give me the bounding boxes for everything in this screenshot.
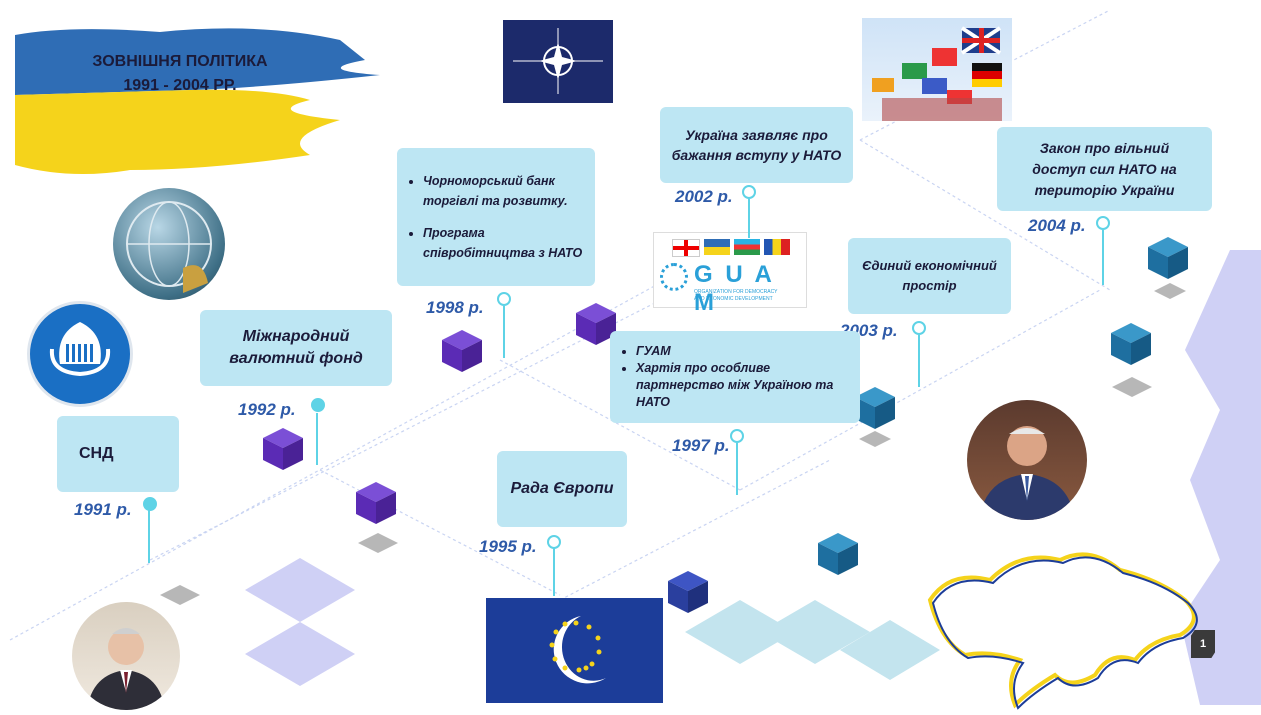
guam-wreath-icon (660, 263, 688, 291)
guam-subtitle-2: AND ECONOMIC DEVELOPMENT (694, 296, 773, 302)
timeline-stem-2002 (748, 198, 750, 238)
guam-letters: G U A M (694, 261, 774, 316)
timeline-node-2003[interactable] (912, 321, 926, 335)
president-kuchma-photo (967, 400, 1087, 520)
event-text-1991: СНД (79, 445, 114, 462)
nato-star-icon (513, 28, 603, 94)
guam-flags (672, 239, 790, 257)
event-list-1998: Чорноморський банк торгівлі та розвитку.… (405, 171, 587, 263)
timeline-stem-1995 (553, 548, 555, 596)
ukraine-flag-brush-icon (15, 28, 380, 174)
event-text-2002: Україна заявляє про бажання вступу у НАТ… (671, 127, 842, 163)
event-box-1995: Рада Європи (497, 451, 627, 527)
list-item: Програма співробітництва з НАТО (423, 223, 587, 263)
page-number: 1 (1199, 638, 1207, 650)
timeline-node-2002[interactable] (742, 185, 756, 199)
event-list-1997: ГУАМ Хартія про особливе партнерство між… (618, 343, 852, 411)
ukraine-map-outline (927, 552, 1198, 710)
timeline-node-1992[interactable] (311, 398, 325, 412)
year-label-1995: 1995 р. (479, 537, 537, 556)
page-title: ЗОВНІШНЯ ПОЛІТИКА 1991 - 2004 РР. (92, 53, 268, 94)
timeline-stem-1997 (736, 443, 738, 495)
cis-emblem (27, 301, 133, 407)
year-label-2002: 2002 р. (675, 187, 733, 206)
timeline-stem-1992 (316, 413, 318, 465)
president-kravchuk-photo (72, 602, 180, 710)
person-icon (87, 628, 165, 710)
event-box-2003: Єдиний економічний простір (848, 238, 1011, 314)
event-box-1997: ГУАМ Хартія про особливе партнерство між… (610, 331, 860, 423)
list-item: ГУАМ (636, 343, 852, 360)
year-label-2004: 2004 р. (1028, 216, 1086, 235)
year-label-1997: 1997 р. (672, 436, 730, 455)
timeline-stem-2003 (918, 335, 920, 387)
event-box-1991: СНД (57, 416, 179, 492)
event-box-2004: Закон про вільний доступ сил НАТО на тер… (997, 127, 1212, 211)
timeline-node-2004[interactable] (1096, 216, 1110, 230)
international-flags-photo (862, 18, 1012, 121)
timeline-stem-1998 (503, 306, 505, 358)
year-label-1992: 1992 р. (238, 400, 296, 419)
timeline-stem-1991 (148, 508, 150, 563)
timeline-stem-2004 (1102, 230, 1104, 285)
guam-logo: G U A M ORGANIZATION FOR DEMOCRACY AND E… (653, 232, 807, 316)
globe-icon (126, 201, 212, 293)
year-label-1991: 1991 р. (74, 500, 132, 519)
council-of-europe-flag (486, 598, 663, 703)
year-label-1998: 1998 р. (426, 298, 484, 317)
timeline-node-1991[interactable] (143, 497, 157, 511)
timeline-node-1997[interactable] (730, 429, 744, 443)
guam-subtitle-1: ORGANIZATION FOR DEMOCRACY (694, 289, 778, 295)
event-text-1995: Рада Європи (510, 480, 614, 497)
event-text-2003: Єдиний економічний простір (862, 258, 997, 293)
event-box-1998: Чорноморський банк торгівлі та розвитку.… (397, 148, 595, 286)
title-banner: ЗОВНІШНЯ ПОЛІТИКА 1991 - 2004 РР. (10, 20, 380, 175)
list-item: Чорноморський банк торгівлі та розвитку. (423, 171, 587, 211)
timeline-node-1998[interactable] (497, 292, 511, 306)
timeline-node-1995[interactable] (547, 535, 561, 549)
cis-emblem-icon (49, 322, 111, 377)
imf-logo (113, 188, 225, 300)
person-icon (979, 426, 1075, 520)
council-of-europe-emblem-icon (549, 616, 606, 684)
event-text-1992: Міжнародний валютний фонд (229, 328, 363, 367)
event-text-2004: Закон про вільний доступ сил НАТО на тер… (1032, 139, 1177, 198)
nato-flag (503, 20, 613, 103)
list-item: Хартія про особливе партнерство між Укра… (636, 360, 852, 411)
event-box-1992: Міжнародний валютний фонд (200, 310, 392, 386)
page-number-badge[interactable]: 1 (1191, 630, 1215, 658)
event-box-2002: Україна заявляє про бажання вступу у НАТ… (660, 107, 853, 183)
